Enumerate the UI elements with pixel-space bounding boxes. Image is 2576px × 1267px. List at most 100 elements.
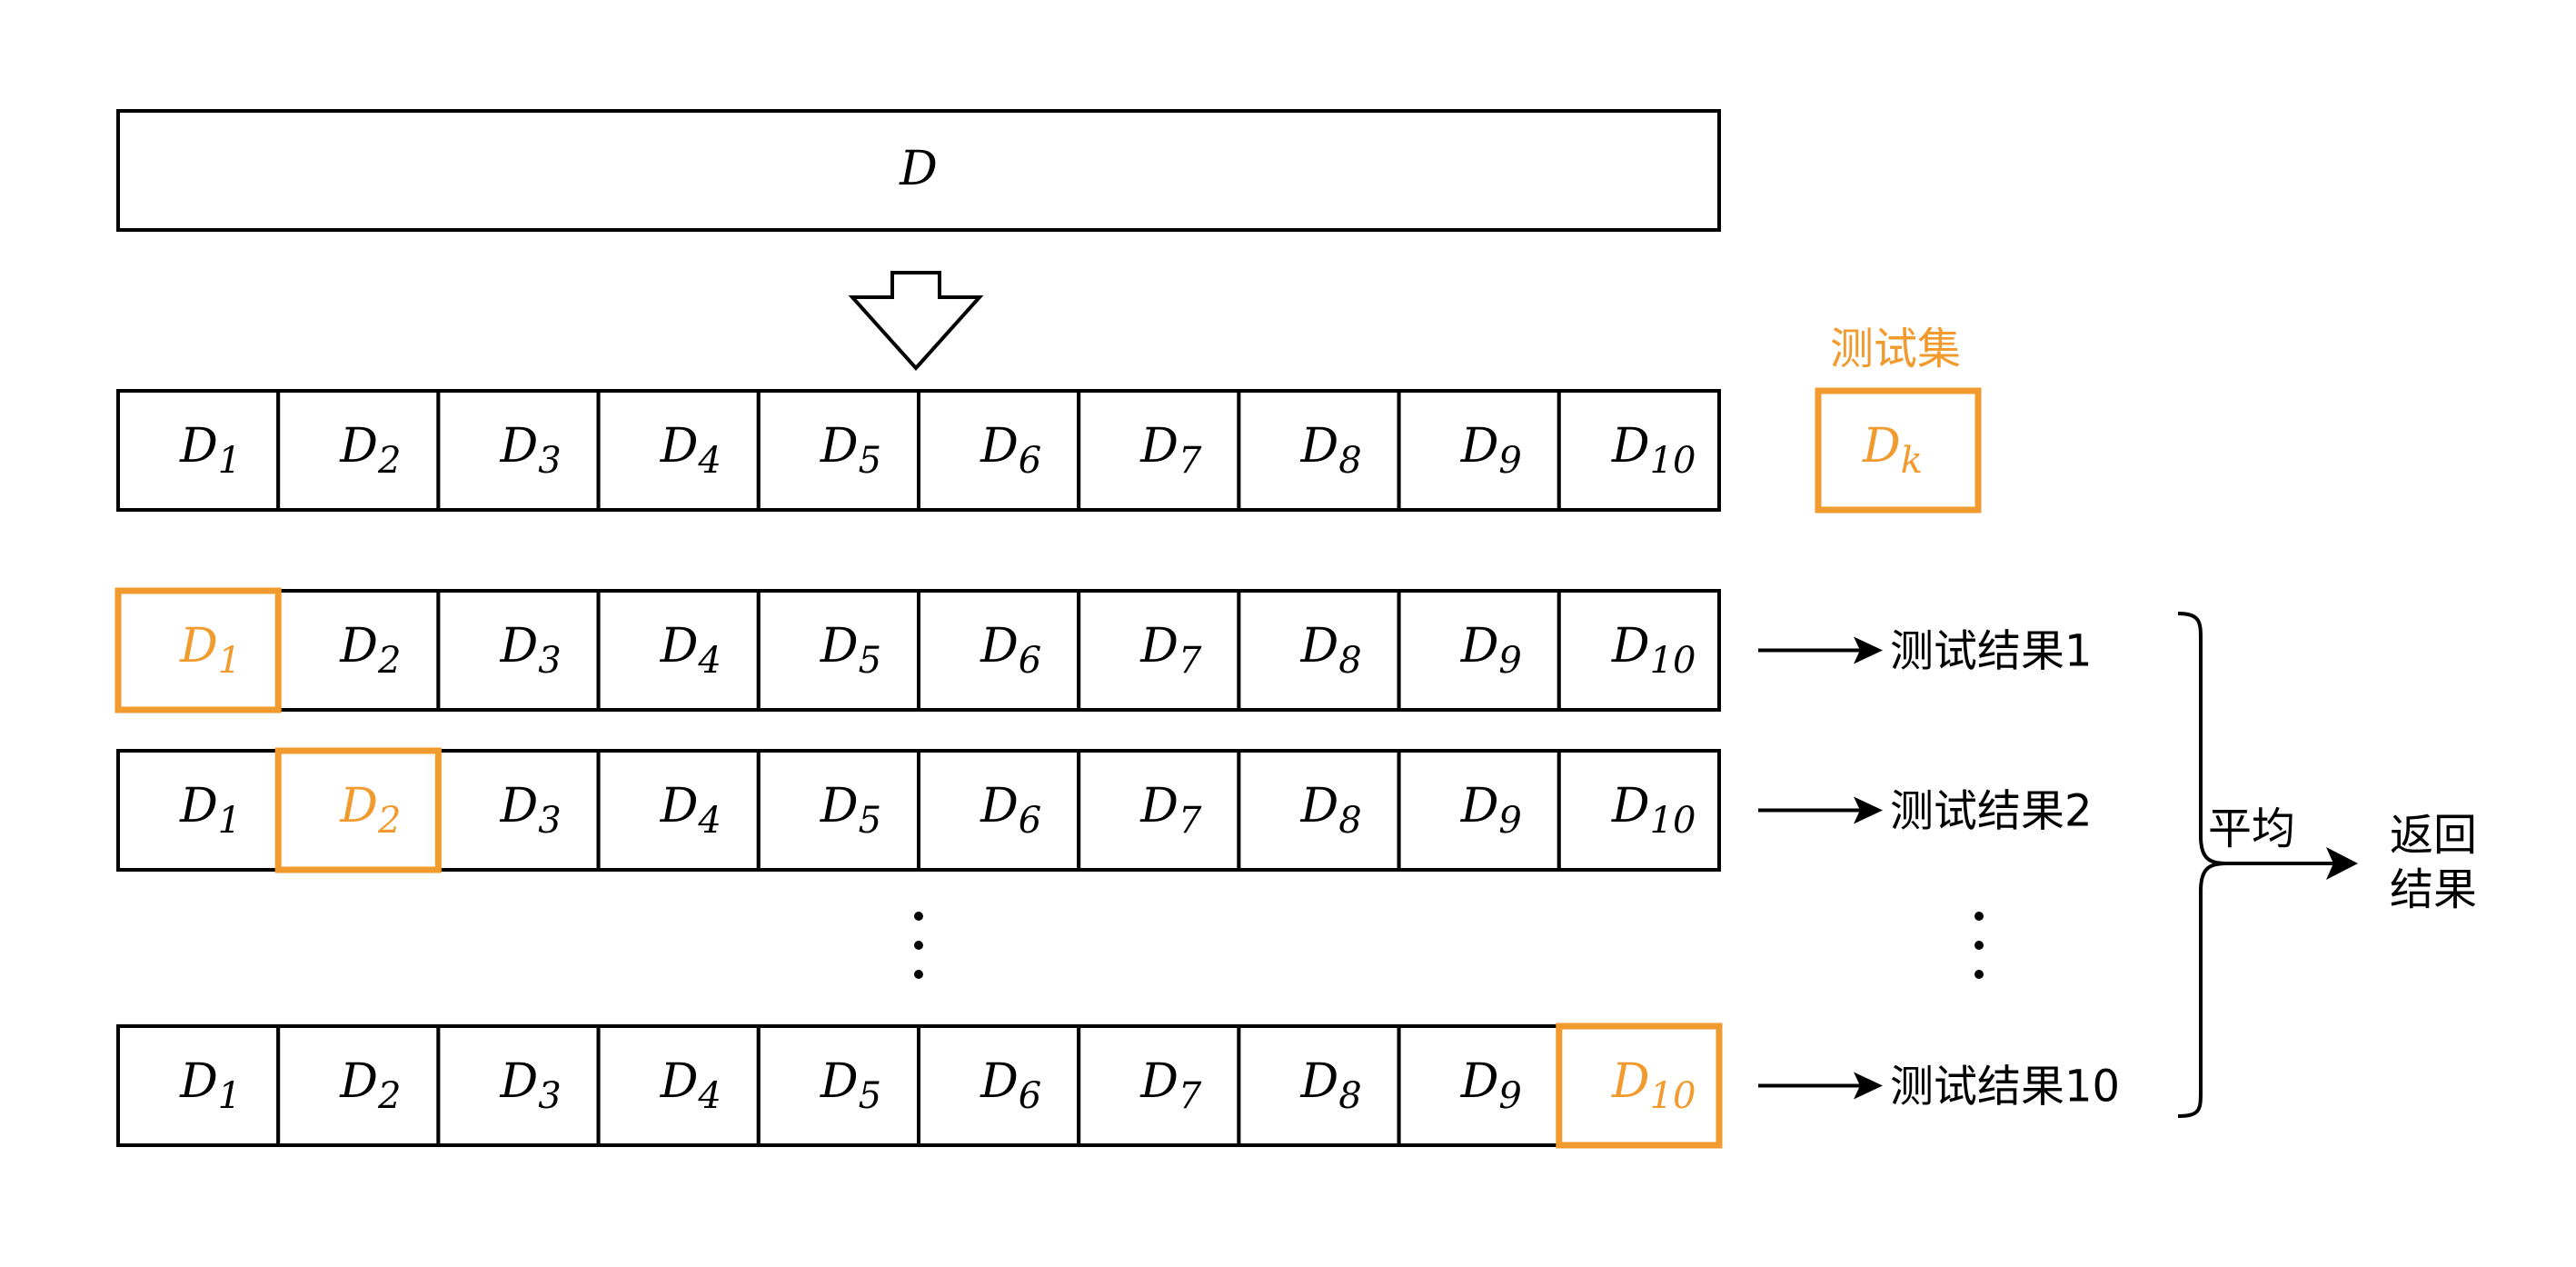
- fold-label: D10: [1611, 619, 1696, 682]
- fold-cell: [1397, 389, 1561, 512]
- fold-sub: 1: [218, 800, 241, 842]
- fold-sub: 3: [538, 800, 561, 842]
- fold-base: D: [820, 619, 859, 673]
- fold-label: D5: [820, 1054, 881, 1117]
- fold-base: D: [500, 619, 539, 673]
- fold-label: D8: [1300, 619, 1362, 682]
- return-label-line1: 返回: [2390, 810, 2477, 861]
- fold-sub: 10: [1650, 640, 1696, 682]
- fold-sub: 10: [1650, 440, 1696, 482]
- fold-base: D: [980, 1054, 1019, 1109]
- fold-cell: [1237, 589, 1401, 712]
- fold-base: D: [1611, 779, 1650, 833]
- fold-base: D: [820, 419, 859, 474]
- fold-base: D: [500, 1054, 539, 1109]
- fold-sub: 6: [1019, 640, 1041, 682]
- fold-label: D10: [1611, 419, 1696, 482]
- fold-sub: 4: [697, 640, 721, 682]
- fold-sub: 1: [218, 440, 241, 482]
- fold-base: D: [1611, 1054, 1650, 1109]
- fold-label: D6: [980, 619, 1041, 682]
- test-fold-highlight: [274, 747, 442, 873]
- fold-base: D: [980, 779, 1019, 833]
- fold-sub: 10: [1650, 1075, 1696, 1117]
- fold-base: D: [980, 619, 1019, 673]
- fold-label: D8: [1300, 1054, 1362, 1117]
- down-arrow-icon: [848, 271, 984, 371]
- fold-base: D: [1139, 1054, 1179, 1109]
- fold-label: D3: [500, 619, 562, 682]
- fold-base: D: [660, 419, 699, 474]
- fold-sub: 8: [1338, 1075, 1361, 1117]
- fold-base: D: [1300, 619, 1339, 673]
- fold-base: D: [179, 1054, 218, 1109]
- fold-sub: 2: [377, 440, 401, 482]
- fold-cell: [116, 1024, 281, 1147]
- fold-base: D: [820, 779, 859, 833]
- fold-sub: 3: [538, 640, 561, 682]
- fold-cell: [1397, 589, 1561, 712]
- fold-cell: [1397, 1024, 1561, 1147]
- test-fold-highlight: [1556, 1023, 1723, 1149]
- fold-sub: 5: [859, 800, 881, 842]
- result-arrow-head: [1854, 796, 1883, 824]
- fold-base: D: [1300, 1054, 1339, 1109]
- results-ellipsis-icon: [1974, 912, 1984, 979]
- legend-test-set-box: [1815, 387, 1982, 514]
- fold-label: D1: [179, 1054, 241, 1117]
- result-label: 测试结果10: [1890, 1062, 2120, 1112]
- fold-cell: [756, 749, 920, 872]
- test-fold-highlight: [114, 587, 282, 713]
- fold-sub: 1: [218, 640, 241, 682]
- fold-base: D: [660, 779, 699, 833]
- fold-base: D: [1139, 419, 1179, 474]
- fold-label: D9: [1460, 619, 1522, 682]
- fold-sub: 5: [859, 440, 881, 482]
- fold-base: D: [179, 779, 218, 833]
- fold-base: D: [1300, 779, 1339, 833]
- fold-label: D3: [500, 779, 562, 842]
- result-arrow-head: [1854, 1072, 1883, 1100]
- fold-sub: 2: [377, 1075, 401, 1117]
- fold-sub: 6: [1019, 440, 1041, 482]
- fold-sub: 9: [1498, 640, 1521, 682]
- fold-label: D5: [820, 619, 881, 682]
- fold-sub: 9: [1498, 440, 1521, 482]
- fold-sub: 3: [538, 1075, 561, 1117]
- fold-cell: [1237, 749, 1401, 872]
- fold-base: D: [339, 779, 378, 833]
- fold-label: D7: [1139, 779, 1202, 842]
- fold-cell: [917, 589, 1081, 712]
- average-label: 平均: [2208, 803, 2295, 854]
- fold-label: D3: [500, 419, 562, 482]
- fold-label: D9: [1460, 1054, 1522, 1117]
- fold-sub: 6: [1019, 1075, 1041, 1117]
- fold-label: D10: [1611, 1054, 1696, 1117]
- fold-label: D8: [1300, 419, 1362, 482]
- fold-label: D4: [660, 619, 721, 682]
- fold-cell: [436, 389, 601, 512]
- fold-label: D7: [1139, 1054, 1202, 1117]
- fold-label: D2: [339, 619, 401, 682]
- result-label: 测试结果2: [1890, 786, 2093, 837]
- fold-cell: [116, 389, 281, 512]
- fold-label: D1: [179, 419, 241, 482]
- curly-brace: [2177, 612, 2227, 1118]
- fold-base: D: [1460, 779, 1499, 833]
- fold-base: D: [1300, 419, 1339, 474]
- fold-cell: [1237, 389, 1401, 512]
- fold-sub: 4: [697, 800, 721, 842]
- fold-sub: 4: [697, 440, 721, 482]
- fold-base: D: [660, 619, 699, 673]
- fold-label: D4: [660, 1054, 721, 1117]
- fold-label: D7: [1139, 419, 1202, 482]
- fold-cell: [1557, 749, 1722, 872]
- fold-cell: [1077, 389, 1241, 512]
- fold-sub: 5: [859, 1075, 881, 1117]
- fold-sub: 8: [1338, 640, 1361, 682]
